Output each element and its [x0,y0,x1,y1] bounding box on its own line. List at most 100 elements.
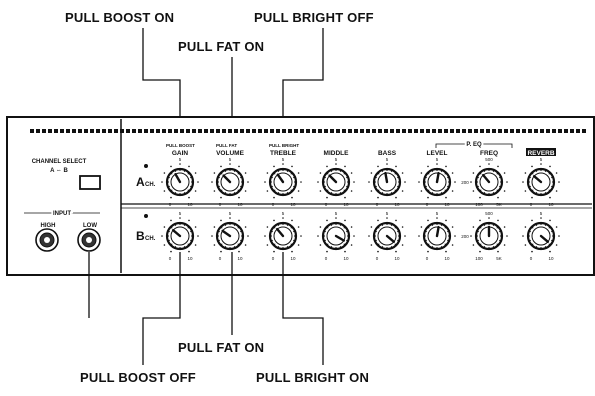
scale-mid: 500 [485,157,493,162]
control-pull-label-1: PULL FAT [216,143,237,148]
scale-max: 10 [548,202,554,207]
scale-min: 0 [325,256,328,261]
scale-max: 10 [394,256,400,261]
knob-a-freq[interactable]: 100 5K 500 200 [461,157,508,207]
ch-a-suffix: CH. [145,182,156,188]
scale-min: 0 [530,202,533,207]
scale-min: 0 [272,202,275,207]
leader-pull-boost-on [142,28,181,148]
scale-mid: 5 [436,211,439,216]
knob-b-middle[interactable]: 0 10 5 [317,211,355,261]
scale-max: 10 [187,202,193,207]
scale-max: 10 [343,256,349,261]
scale-min: 0 [169,202,172,207]
scale-max: 10 [394,202,400,207]
scale-mid: 5 [540,157,543,162]
scale-freq-mid: 200 [461,180,469,185]
control-label-0: GAIN [172,150,189,157]
scale-min: 100 [475,202,483,207]
scale-min: 0 [426,256,429,261]
scale-min: 0 [426,202,429,207]
scale-max: 5K [496,256,502,261]
knob-a-bass[interactable]: 0 10 5 [368,157,406,207]
scale-min: 0 [376,256,379,261]
knob-a-treble[interactable]: 0 10 5 [264,157,302,207]
scale-max: 10 [444,202,450,207]
input-high-jack[interactable] [35,228,59,252]
scale-min: 100 [475,256,483,261]
scale-mid: 5 [282,157,285,162]
scale-mid: 5 [335,211,338,216]
scale-min: 0 [169,256,172,261]
scale-mid: 5 [335,157,338,162]
control-label-3: MIDDLE [324,150,350,157]
reverb-label-bg [526,148,556,156]
scale-mid: 5 [386,157,389,162]
knob-b-reverb[interactable]: 0 10 5 [522,211,560,261]
knob-b-volume[interactable]: 0 10 5 [211,211,249,261]
control-label-5: LEVEL [427,150,448,157]
scale-min: 0 [376,202,379,207]
scale-min: 0 [272,256,275,261]
input-label: INPUT [53,211,71,217]
knob-b-bass[interactable]: 0 10 5 [368,211,406,261]
peq-bracket [435,143,513,148]
scale-max: 10 [290,202,296,207]
leader-pull-bright-on [282,252,324,365]
scale-freq-mid: 200 [461,234,469,239]
knob-b-gain[interactable]: 0 10 5 [161,211,199,261]
scale-max: 5K [496,202,502,207]
callout-pull-boost-off: PULL BOOST OFF [80,370,196,385]
input-low-jack[interactable] [77,228,101,252]
scale-max: 10 [237,202,243,207]
ch-a-letter: A [136,175,145,189]
input-low-label: LOW [83,223,97,229]
scale-max: 10 [343,202,349,207]
channel-select-button[interactable] [79,175,101,190]
knob-b-freq[interactable]: 100 5K 500 200 [461,211,508,261]
peq-label: P. EQ [466,142,482,148]
scale-max: 10 [237,256,243,261]
scale-mid: 5 [540,211,543,216]
knob-a-gain[interactable]: 0 10 5 [161,157,199,207]
knob-a-level[interactable]: 0 10 5 [418,157,456,207]
knob-a-middle[interactable]: 0 10 5 [317,157,355,207]
control-label-4: BASS [378,150,397,157]
channel-select-sub: A ⇔ B [50,168,68,174]
vent-slots [30,129,586,133]
callout-pull-bright-on: PULL BRIGHT ON [256,370,369,385]
knob-b-level[interactable]: 0 10 5 [418,211,456,261]
scale-mid: 5 [179,157,182,162]
knob-a-volume[interactable]: 0 10 5 [211,157,249,207]
scale-min: 0 [219,202,222,207]
control-pull-label-0: PULL BOOST [166,143,195,148]
callout-pull-fat-on-bottom: PULL FAT ON [178,340,264,355]
control-pull-label-2: PULL BRIGHT [269,143,299,148]
callout-pull-fat-on-top: PULL FAT ON [178,39,264,54]
scale-max: 10 [444,256,450,261]
ch-a-led [144,164,148,168]
scale-min: 0 [530,256,533,261]
leader-pull-bright-off [282,28,324,148]
channel-select-label: CHANNEL SELECT [32,159,87,165]
knob-a-reverb[interactable]: 0 10 5 [522,157,560,207]
scale-min: 0 [219,256,222,261]
scale-mid: 5 [386,211,389,216]
scale-max: 10 [548,256,554,261]
scale-mid: 500 [485,211,493,216]
scale-mid: 5 [229,211,232,216]
scale-mid: 5 [436,157,439,162]
ch-b-suffix: CH. [145,236,156,242]
callout-pull-boost-on: PULL BOOST ON [65,10,174,25]
input-high-label: HIGH [41,223,56,229]
control-label-1: VOLUME [216,150,244,157]
control-label-6: FREQ [480,150,498,157]
scale-max: 10 [187,256,193,261]
scale-mid: 5 [229,157,232,162]
scale-min: 0 [325,202,328,207]
control-label-2: TREBLE [270,150,297,157]
scale-mid: 5 [179,211,182,216]
scale-mid: 5 [282,211,285,216]
